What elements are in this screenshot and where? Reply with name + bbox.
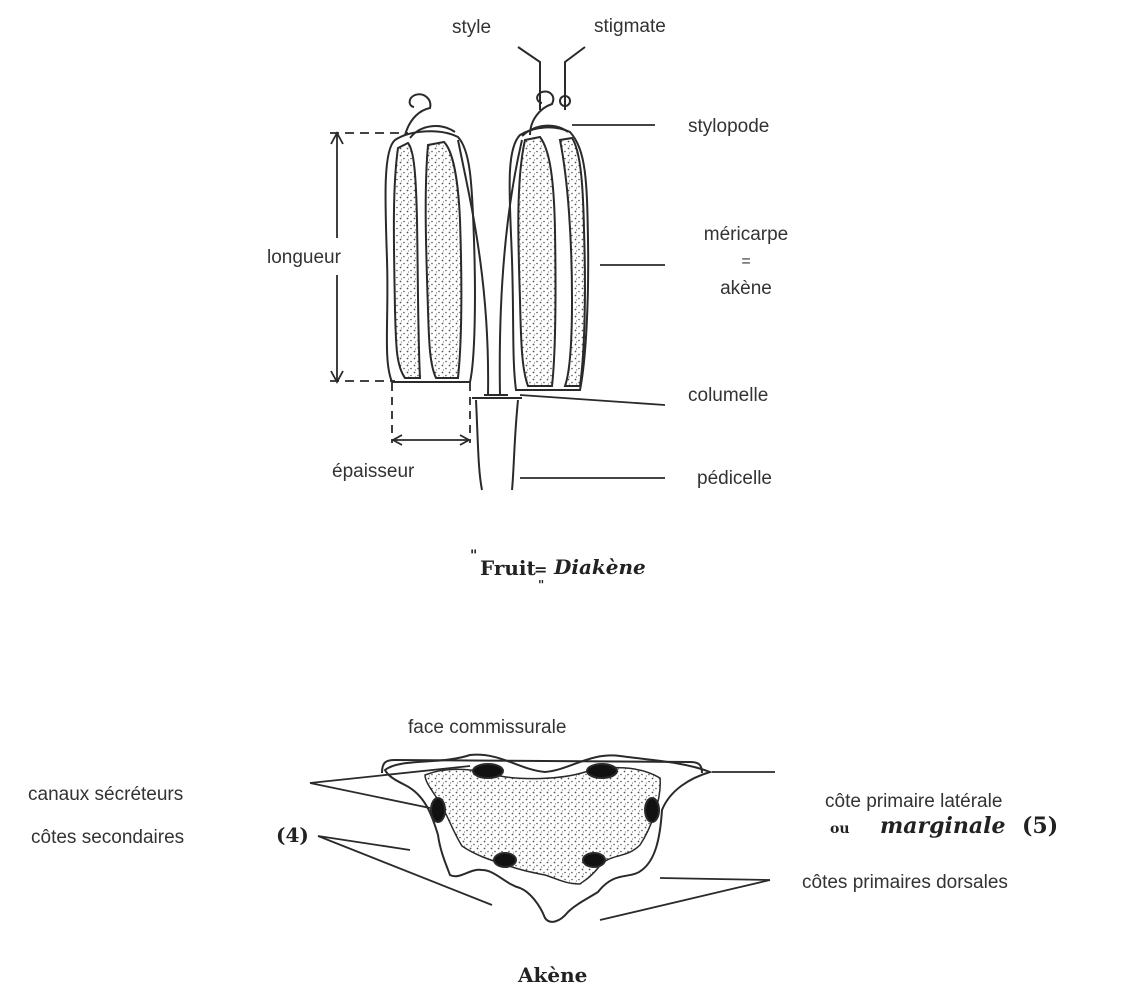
label-cote-primaire-laterale: côte primaire latérale <box>825 792 1002 811</box>
pedicelle-left <box>476 400 482 490</box>
akene-section <box>382 755 710 922</box>
left-stylopode <box>405 94 430 135</box>
caption-akene: Akène <box>518 963 587 987</box>
endosperm <box>425 768 660 884</box>
canal-commissural-left <box>473 764 503 778</box>
label-epaisseur: épaisseur <box>332 462 414 481</box>
caption-fruit: Fruit <box>480 556 536 580</box>
caption-quote-open: " <box>470 548 477 564</box>
caption-diakene: " Fruit = " Diakène <box>470 548 730 598</box>
canal-dorsal-right <box>583 853 605 867</box>
label-cotes-secondaires: côtes secondaires <box>31 828 184 847</box>
label-mericarpe-line2: akène <box>682 273 810 305</box>
diakene-drawing <box>385 47 588 490</box>
stigma-right-line <box>565 47 585 110</box>
label-marginale: marginale <box>880 815 1005 837</box>
label-cotes-primaires-dorsales: côtes primaires dorsales <box>802 873 1008 892</box>
label-longueur: longueur <box>267 248 341 267</box>
canaux-leader-2 <box>310 783 430 808</box>
label-canaux-secreteurs: canaux sécréteurs <box>28 785 183 804</box>
label-stigmate: stigmate <box>594 17 666 36</box>
left-mericarp-rib-inner <box>426 142 462 378</box>
canal-dorsal-left <box>494 853 516 867</box>
canal-lateral-left <box>431 798 445 822</box>
caption-equals: = <box>534 560 547 579</box>
label-cotes-secondaires-count: (4) <box>276 825 309 845</box>
cotes-dorsales-leader-1 <box>660 878 770 880</box>
canal-commissural-right <box>587 764 617 778</box>
cotes-dorsales-leader-2 <box>600 880 770 920</box>
label-ou: ou <box>830 822 850 836</box>
label-style: style <box>452 18 491 37</box>
right-mericarp-rib-inner <box>518 137 555 386</box>
label-columelle: columelle <box>688 386 768 405</box>
label-pedicelle: pédicelle <box>697 469 772 488</box>
cotes-sec-leader-1 <box>318 836 410 850</box>
caption-quote-close: " <box>538 578 544 592</box>
right-mericarp-rib-outer <box>560 138 585 386</box>
label-mericarpe: méricarpe = akène <box>682 219 810 305</box>
left-mericarp-rib-outer <box>394 143 420 378</box>
columelle-leader <box>520 395 665 405</box>
label-mericarpe-line1: méricarpe <box>682 219 810 251</box>
caption-diakene-word: Diakène <box>554 555 646 579</box>
label-stylopode: stylopode <box>688 117 769 136</box>
label-mericarpe-equals: = <box>682 251 810 273</box>
label-face-commissurale: face commissurale <box>408 718 566 737</box>
label-marginale-count: (5) <box>1022 815 1058 837</box>
pedicelle-right <box>512 400 518 490</box>
canal-lateral-right <box>645 798 659 822</box>
